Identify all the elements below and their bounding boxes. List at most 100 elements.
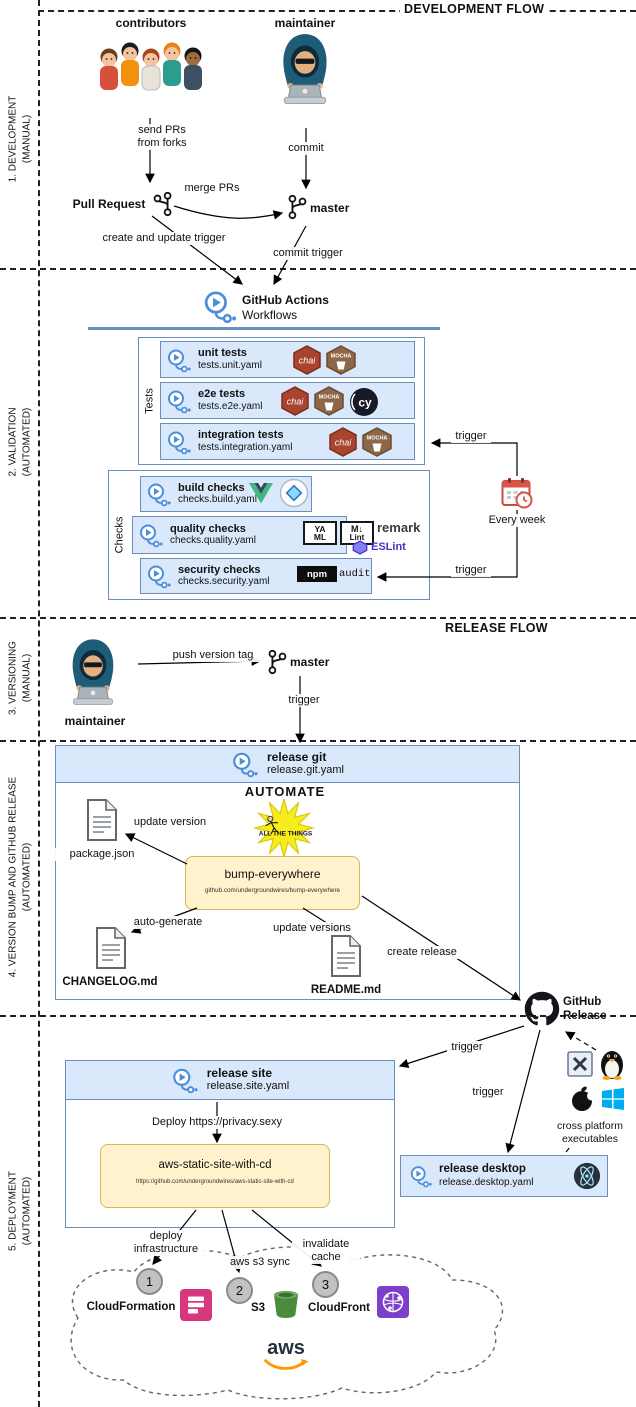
github-actions-icon <box>202 288 238 324</box>
s3-label: S3 <box>250 1302 266 1314</box>
workflow-file: release.site.yaml <box>206 1080 290 1093</box>
release-desktop-box: release desktop release.desktop.yaml <box>400 1155 608 1197</box>
workflow-title: security checks <box>178 563 261 576</box>
cloudfront-label: CloudFront <box>308 1302 370 1314</box>
sidebar-text: (MANUAL) <box>21 114 32 164</box>
separator-bump-deployment <box>0 1015 636 1017</box>
workflow-file: checks.quality.yaml <box>170 535 256 547</box>
checks-group-text: Checks <box>113 516 126 554</box>
electron-icon <box>573 1162 601 1190</box>
step-2-badge: 2 <box>226 1277 253 1304</box>
commit-label: commit <box>283 142 329 156</box>
changelog-icon <box>94 926 128 970</box>
github-actions-icon <box>231 750 259 778</box>
aws-static-site-subtitle: https://github.com/undergroundwires/aws-… <box>136 1179 294 1185</box>
linux-penguin-icon <box>601 1051 623 1080</box>
sidebar-text: 4. VERSION BUMP AND GITHUB RELEASE <box>7 776 19 978</box>
top-border-line <box>38 10 636 12</box>
contributors-label: contributors <box>115 16 187 30</box>
chai-icon-text: chai <box>299 356 317 366</box>
mocha-icon: MOCHA <box>361 427 393 457</box>
cloudformation-icon <box>180 1289 212 1321</box>
sidebar-text: (MANUAL) <box>21 653 32 703</box>
calendar-icon <box>501 478 533 509</box>
workflow-file: release.git.yaml <box>266 764 345 777</box>
github-release-icon <box>524 991 560 1026</box>
cypress-icon-text: cy <box>358 396 372 410</box>
aws-logo: aws <box>258 1338 314 1382</box>
github-release-label: GitHub <box>563 996 602 1008</box>
mocha-icon-text: MOCHA <box>331 354 352 360</box>
workflow-file: tests.e2e.yaml <box>198 400 263 412</box>
bump-everywhere-subtitle: github.com/undergroundwires/bump-everywh… <box>204 887 341 894</box>
aws-static-site-title: aws-static-site-with-cd <box>158 1159 272 1171</box>
pull-request-icon <box>152 191 174 217</box>
trigger-desktop-label: trigger <box>468 1086 508 1100</box>
sidebar-text: 3. VERSIONING <box>7 641 19 715</box>
cloudfront-icon <box>377 1286 409 1318</box>
mdlint-icon-text: M↓ <box>351 523 363 534</box>
workflow-title: build checks <box>178 481 245 494</box>
separator-development-validation <box>0 268 636 270</box>
arrow-merge-prs <box>173 205 284 220</box>
eslint-hexagon-icon <box>352 539 368 555</box>
development-flow-header: DEVELOPMENT FLOW <box>400 2 549 16</box>
workflow-title: release site <box>206 1065 273 1080</box>
aws-smile-icon <box>264 1358 309 1370</box>
update-version-label: update version <box>128 816 212 830</box>
arrow-weekly-tests <box>430 438 518 476</box>
github-actions-icon <box>146 563 172 589</box>
yaml-lint-icon: YA ML <box>303 521 337 545</box>
step-3-badge: 3 <box>312 1271 339 1298</box>
master-branch-icon <box>286 194 308 220</box>
send-prs-label: send PRs from forks <box>127 124 197 151</box>
master-label: master <box>310 201 350 215</box>
separator-versioning-bump <box>0 740 636 742</box>
readme-icon <box>329 934 363 978</box>
mocha-icon-text: MOCHA <box>367 436 388 442</box>
workflow-file: checks.build.yaml <box>178 494 257 506</box>
remark-icon: remark <box>377 520 425 536</box>
sidebar-text: 5. DEPLOYMENT <box>7 1170 19 1252</box>
installer-package-icon <box>567 1051 593 1077</box>
bump-everywhere-title: bump-everywhere <box>224 867 321 881</box>
workflow-title: unit tests <box>198 347 247 360</box>
cross-platform-text: executables <box>561 1132 619 1145</box>
cloudformation-label: CloudFormation <box>86 1301 176 1313</box>
workflows-divider-line <box>88 327 440 330</box>
cypress-icon: cy <box>350 388 378 416</box>
workflow-title: e2e tests <box>198 388 246 401</box>
chai-icon-text: chai <box>335 438 353 448</box>
chai-icon: chai <box>292 345 322 375</box>
commit-trigger-label: commit trigger <box>270 247 346 261</box>
mocha-icon: MOCHA <box>313 386 345 416</box>
workflow-title: release desktop <box>439 1163 526 1176</box>
eslint-icon-text: ESLint <box>371 541 406 553</box>
automate-meme: AUTOMATE ALL THE THINGS <box>236 784 334 858</box>
workflow-file: tests.integration.yaml <box>198 441 293 453</box>
github-actions-icon <box>166 429 192 455</box>
workflow-title: integration tests <box>198 429 284 442</box>
sidebar-text: (AUTOMATED) <box>21 842 32 912</box>
arrow-trigger-desktop <box>505 1029 541 1154</box>
sidebar-text: (AUTOMATED) <box>21 1176 32 1246</box>
aws-static-site-box: aws-static-site-with-cd https://github.c… <box>100 1144 330 1208</box>
npm-audit-text: audit <box>339 568 371 580</box>
eslint-icon: ESLint <box>352 538 426 556</box>
workflow-file: tests.unit.yaml <box>198 359 262 371</box>
auto-generate-label: auto-generate <box>126 916 210 930</box>
mocha-icon-text: MOCHA <box>319 395 340 401</box>
sidebar-text: (AUTOMATED) <box>21 407 32 477</box>
cross-platform-text: cross platform <box>557 1120 623 1132</box>
sidebar-divider-line <box>38 0 40 1407</box>
cross-platform-label: cross platform executables <box>544 1120 636 1146</box>
contributors-icon <box>100 42 202 91</box>
trigger-checks-label: trigger <box>451 564 491 578</box>
maintainer-label: maintainer <box>64 714 126 728</box>
yaml-icon-text: ML <box>313 532 327 542</box>
mdlint-icon-text: Lint <box>349 532 365 542</box>
sidebar-text: 1. DEVELOPMENT <box>7 95 19 183</box>
